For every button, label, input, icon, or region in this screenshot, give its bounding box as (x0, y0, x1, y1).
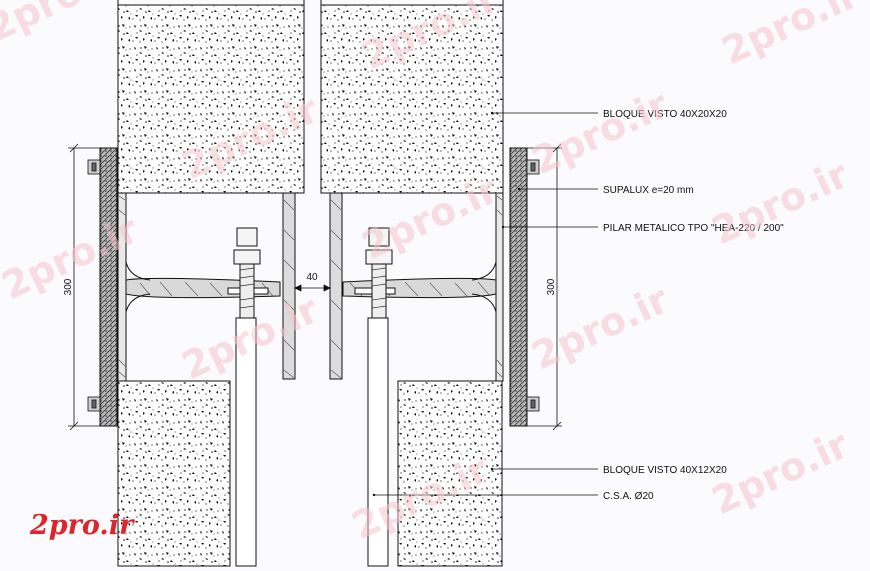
supalux-board-left (99, 147, 118, 427)
dimension-right-300 (527, 143, 562, 431)
steel-profile-right (329, 192, 504, 382)
screw-fixings (87, 159, 540, 412)
leader-ticks (372, 111, 521, 497)
block-top-right (320, 4, 504, 194)
anchor-bolt-left (233, 227, 261, 567)
supalux-board-right (509, 147, 528, 427)
anchor-bolt-right (365, 227, 393, 567)
block-bottom-left (117, 380, 231, 567)
leader-lines (374, 112, 598, 496)
label-pilar: PILAR METALICO TPO "HEA-220 / 200" (603, 223, 784, 234)
dimension-left-label: 300 (63, 278, 74, 295)
dimension-right-label: 300 (546, 278, 557, 295)
dimension-left-300 (68, 143, 100, 431)
brand-logo: 2pro.ir (29, 510, 135, 541)
label-bloque-bottom: BLOQUE VISTO 40X12X20 (603, 465, 727, 476)
dimension-gap-40 (294, 284, 331, 292)
label-csa: C.S.A. Ø20 (603, 491, 654, 502)
dimension-gap-label: 40 (306, 272, 318, 283)
block-bottom-right (397, 380, 503, 567)
label-bloque-top: BLOQUE VISTO 40X20X20 (603, 109, 727, 120)
label-supalux: SUPALUX e=20 mm (603, 185, 694, 196)
block-top-left (117, 4, 305, 194)
